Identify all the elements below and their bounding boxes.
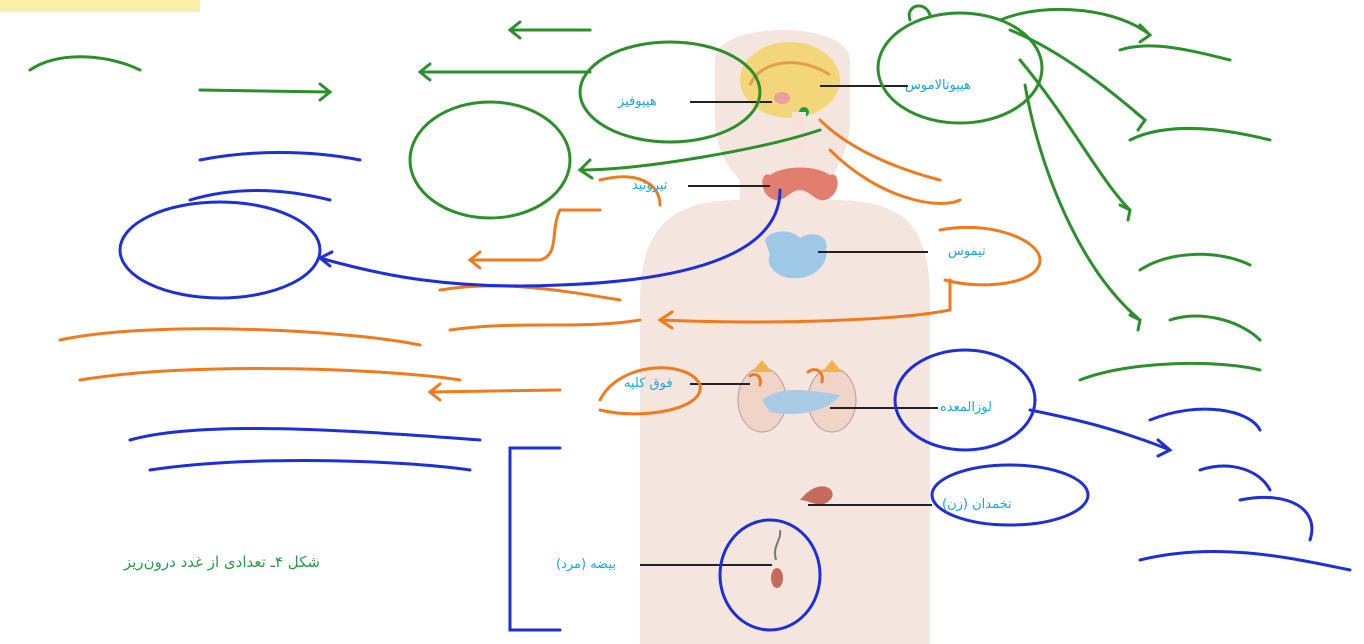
body-silhouette bbox=[640, 30, 930, 644]
label-pancreas: لوزالمعده bbox=[940, 400, 992, 415]
label-testis: بیضه (مرد) bbox=[556, 557, 616, 572]
pancreas-shape bbox=[762, 390, 840, 415]
blue-annotations bbox=[118, 151, 1352, 632]
label-adrenal: فوق کلیه bbox=[624, 376, 673, 391]
ovary-shape bbox=[800, 486, 833, 505]
label-ovary: تخمدان (زن) bbox=[942, 497, 1012, 512]
label-pituitary: هیپوفیز bbox=[618, 94, 657, 109]
brain-illustration bbox=[740, 42, 840, 152]
yellow-highlight bbox=[0, 0, 200, 12]
thymus-shape bbox=[765, 231, 827, 279]
label-thymus: تیموس bbox=[948, 244, 986, 259]
right-adrenal bbox=[822, 360, 842, 372]
green-annotations bbox=[28, 4, 1272, 382]
left-adrenal bbox=[752, 360, 772, 372]
orange-annotations bbox=[58, 118, 1042, 416]
label-hypothalamus: هیپوتالاموس bbox=[905, 78, 971, 93]
figure-caption: شکل ۴ـ تعدادی از غدد درون‌ریز bbox=[123, 553, 320, 571]
testis-shape bbox=[771, 568, 783, 588]
label-thyroid: تیروئید bbox=[632, 178, 668, 193]
organ-illustrations bbox=[737, 167, 857, 588]
